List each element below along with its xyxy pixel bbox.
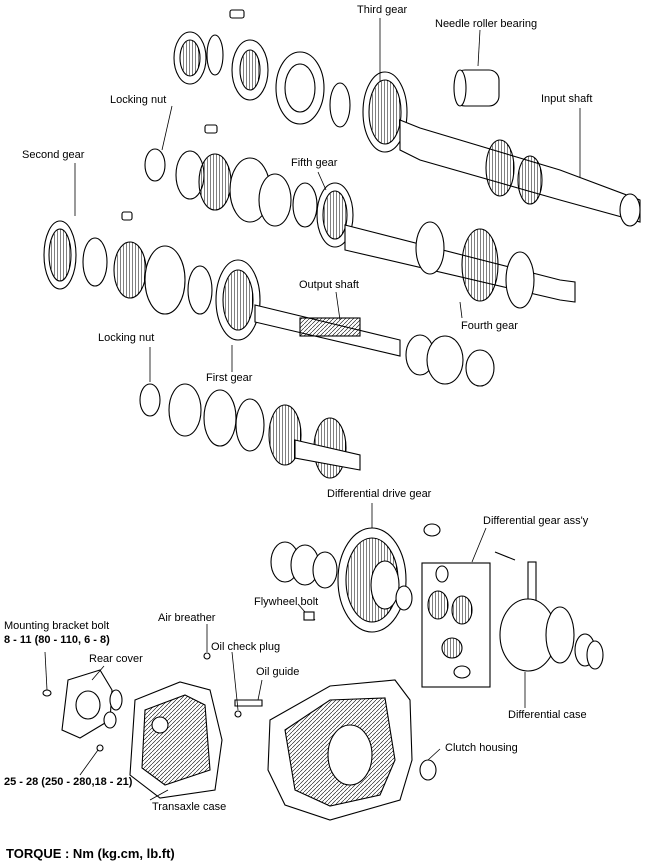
label-fifth-gear: Fifth gear: [291, 157, 338, 169]
label-second-gear: Second gear: [22, 149, 85, 161]
label-air-breather: Air breather: [158, 612, 216, 624]
key-part: [229, 9, 245, 19]
label-clutch-housing: Clutch housing: [445, 742, 518, 754]
air-breather: [203, 652, 211, 660]
label-output-shaft: Output shaft: [299, 279, 359, 291]
mounting-bracket-torque: 8 - 11 (80 - 110, 6 - 8): [4, 634, 110, 646]
lower-shaft-assembly: [139, 383, 361, 479]
label-fourth-gear: Fourth gear: [461, 320, 518, 332]
label-differential-case: Differential case: [508, 709, 587, 721]
differential-gear-assy: [421, 523, 516, 688]
locking-nut-bottom: [139, 383, 161, 417]
input-shaft-assembly: [173, 9, 641, 227]
label-transaxle-case: Transaxle case: [152, 801, 227, 813]
label-first-gear: First gear: [206, 372, 253, 384]
label-needle-roller-bearing: Needle roller bearing: [435, 18, 538, 30]
snap-ring: [206, 34, 224, 76]
locking-nut-top: [144, 148, 166, 182]
rear-cover-bolt-torque: 25 - 28 (250 - 280,18 - 21): [4, 776, 133, 788]
transaxle-case: [129, 652, 263, 799]
clutch-housing: [267, 679, 437, 821]
label-oil-guide: Oil guide: [256, 666, 300, 678]
differential-case: [499, 561, 604, 672]
label-differential-drive-gear: Differential drive gear: [327, 488, 432, 500]
torque-units-footer: TORQUE : Nm (kg.cm, lb.ft): [6, 846, 175, 861]
leader-lines: [44, 18, 581, 801]
oil-guide: [234, 699, 263, 707]
counter-shaft: [344, 224, 576, 303]
label-flywheel-bolt: Flywheel bolt: [254, 596, 319, 608]
differential-drive-gear-assembly: [270, 527, 413, 633]
label-mounting-bracket-bolt: Mounting bracket bolt: [4, 620, 110, 632]
oil-check-plug: [234, 710, 242, 718]
rear-cover: [42, 669, 123, 752]
label-input-shaft: Input shaft: [541, 93, 593, 105]
label-third-gear: Third gear: [357, 4, 408, 16]
label-locking-nut-bottom: Locking nut: [98, 332, 155, 344]
label-differential-gear-assy: Differential gear ass'y: [483, 515, 589, 527]
label-oil-check-plug: Oil check plug: [211, 641, 281, 653]
label-locking-nut-top: Locking nut: [110, 94, 167, 106]
label-rear-cover: Rear cover: [89, 653, 143, 665]
countershaft-assembly: [144, 124, 576, 309]
output-shaft-assembly: [43, 211, 495, 387]
